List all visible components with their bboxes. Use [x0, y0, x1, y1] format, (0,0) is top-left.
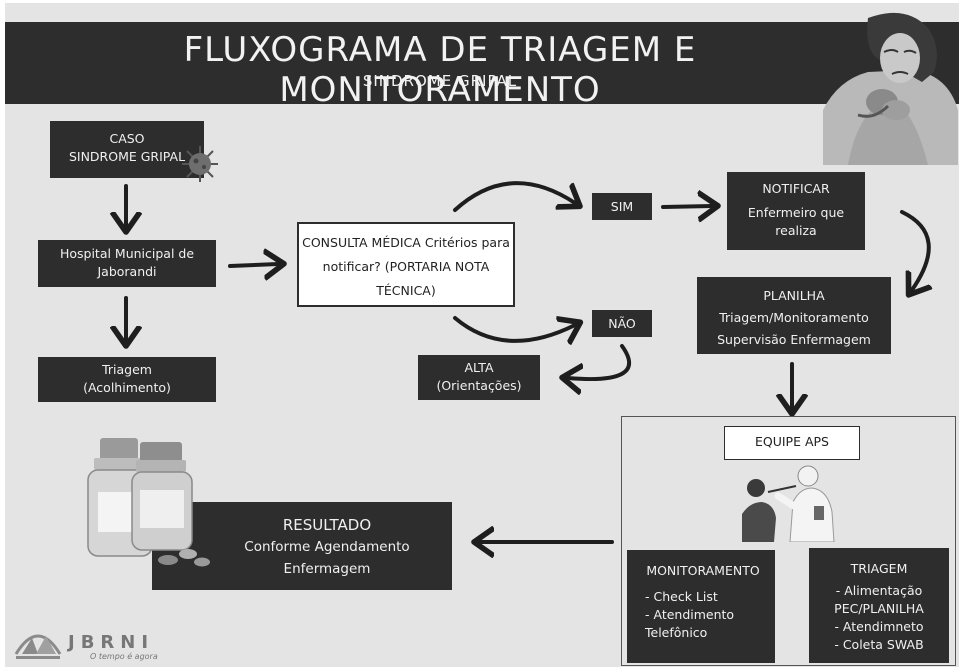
arrow-sim-notificar [661, 206, 712, 207]
triagem-aps-line-4: - Coleta SWAB [834, 637, 924, 652]
virus-icon [182, 146, 218, 182]
triagem-aps-line-2: PEC/PLANILHA [834, 601, 924, 616]
notificar-line-2: realiza [775, 223, 817, 238]
planilha-box: PLANILHA Triagem/Monitoramento Supervisã… [697, 277, 891, 354]
triagem-acolhimento-box: Triagem (Acolhimento) [38, 357, 216, 402]
triagem-aps-title: TRIAGEM [850, 561, 908, 576]
alta-line-2: (Orientações) [436, 378, 522, 393]
planilha-title: PLANILHA [763, 288, 825, 303]
triagem-acolhimento-line-1: Triagem [102, 362, 152, 377]
caso-line-2: SINDROME GRIPAL [68, 149, 186, 164]
hospital-line-2: Jaborandi [97, 264, 157, 279]
sim-label: SIM [610, 199, 634, 214]
title-bar: FLUXOGRAMA DE TRIAGEM E MONITORAMENTO SI… [5, 22, 959, 110]
equipe-aps-box: EQUIPE APS [724, 426, 860, 460]
alta-box: ALTA (Orientações) [418, 355, 540, 400]
alta-line-1: ALTA [464, 360, 494, 375]
hospital-line-1: Hospital Municipal de [59, 246, 195, 261]
nao-label: NÃO [608, 316, 636, 331]
monitoramento-box: MONITORAMENTO - Check List - Atendimento… [627, 550, 775, 663]
resultado-line-1: Conforme Agendamento [244, 539, 410, 555]
triagem-aps-line-1: - Alimentação [835, 583, 923, 598]
arrow-hospital-consulta [228, 264, 278, 266]
consulta-reference: (PORTARIA NOTA TÉCNICA) [376, 259, 490, 298]
consulta-title: CONSULTA MÉDICA [302, 235, 421, 250]
monitoramento-line-2: - Atendimento [645, 607, 735, 622]
resultado-title: RESULTADO [282, 516, 372, 534]
arrow-consulta-nao [453, 318, 575, 341]
sick-person-illustration [823, 12, 958, 165]
notificar-line-1: Enfermeiro que [747, 205, 845, 220]
logo-tagline: O tempo é agora [90, 652, 158, 661]
equipe-aps-label: EQUIPE APS [754, 434, 829, 449]
caso-line-1: CASO [109, 131, 145, 146]
planilha-line-1: Triagem/Monitoramento [719, 310, 869, 325]
monitoramento-line-1: - Check List [645, 589, 718, 604]
arrow-consulta-sim [453, 181, 575, 212]
jbrni-logo-icon [14, 634, 62, 659]
caso-sindrome-gripal-box: CASO SINDROME GRIPAL [50, 121, 204, 178]
monitoramento-line-3: Telefônico [645, 625, 708, 640]
swab-collection-illustration [742, 465, 835, 542]
consulta-medica-box: CONSULTA MÉDICA Critérios para notificar… [297, 222, 515, 307]
planilha-line-2: Supervisão Enfermagem [717, 332, 871, 347]
arrow-nao-alta [568, 344, 632, 379]
arrow-notificar-planilha [900, 210, 929, 290]
resultado-line-2: Enfermagem [283, 561, 371, 577]
medicine-bottles-illustration [87, 438, 210, 567]
notificar-title: NOTIFICAR [762, 181, 830, 196]
page-title: FLUXOGRAMA DE TRIAGEM E MONITORAMENTO [183, 30, 697, 110]
triagem-aps-line-3: - Atendimneto [834, 619, 924, 634]
triagem-acolhimento-line-2: (Acolhimento) [83, 380, 171, 395]
consulta-question: Critérios para notificar? [322, 235, 510, 274]
logo-name: JBRNI [68, 632, 155, 653]
sim-box: SIM [592, 193, 652, 220]
resultado-box: RESULTADO Conforme Agendamento Enfermage… [152, 502, 452, 590]
nao-box: NÃO [592, 310, 652, 337]
triagem-aps-box: TRIAGEM - Alimentação PEC/PLANILHA - Ate… [809, 548, 949, 663]
hospital-box: Hospital Municipal de Jaborandi [38, 240, 216, 287]
monitoramento-title: MONITORAMENTO [646, 563, 760, 578]
page-subtitle: SINDROME GRIPAL [362, 72, 518, 90]
notificar-box: NOTIFICAR Enfermeiro que realiza [727, 172, 865, 250]
